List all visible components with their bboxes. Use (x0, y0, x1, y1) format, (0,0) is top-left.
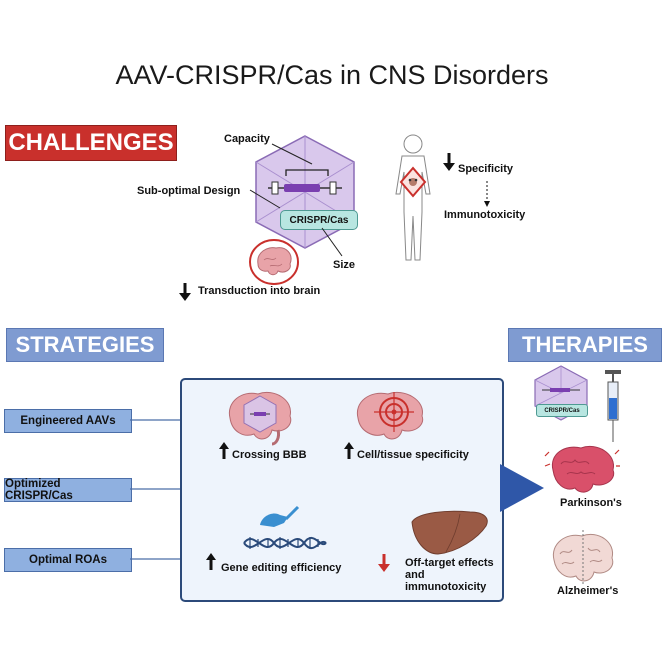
up-arrow-icon (344, 442, 354, 459)
human-body-icon (395, 134, 431, 261)
parkinsons-brain-icon (544, 446, 620, 493)
crispr-cas-small-box: CRISPR/Cas (536, 404, 588, 417)
therapies-banner: THERAPIES (508, 328, 662, 362)
immunotoxicity-label: Immunotoxicity (444, 209, 526, 221)
off-target-line-1: Off-target effects (405, 557, 494, 569)
off-target-line-2: and (405, 569, 425, 581)
liver-icon (411, 510, 488, 555)
dna-edit-icon (243, 505, 327, 550)
challenges-banner: CHALLENGES (5, 125, 177, 161)
off-target-line-3: immunotoxicity (405, 581, 487, 593)
down-arrow-icon (443, 153, 455, 171)
size-leader (321, 227, 343, 257)
alzheimers-brain-icon (552, 530, 614, 584)
cell-specificity-label: Cell/tissue specificity (357, 449, 469, 461)
right-arrow-icon (500, 464, 544, 512)
strategies-banner: STRATEGIES (6, 328, 164, 362)
specificity-label: Specificity (458, 163, 514, 175)
syringe-icon (605, 370, 621, 442)
down-arrow-icon (179, 283, 191, 301)
capacity-leader (271, 143, 313, 165)
strategy-connectors (130, 419, 180, 560)
brain-circle-icon (249, 239, 299, 285)
crispr-cas-box: CRISPR/Cas (280, 210, 358, 230)
down-arrow-red-icon (378, 554, 390, 572)
capacity-label: Capacity (224, 133, 270, 145)
transduction-label: Transduction into brain (198, 285, 321, 297)
strategy-optimized-crispr: Optimized CRISPR/Cas (4, 478, 132, 502)
dashed-arrow-icon (484, 181, 490, 207)
crossing-bbb-label: Crossing BBB (232, 449, 307, 461)
off-target-label: Off-target effects and immunotoxicity (405, 557, 494, 593)
sub-optimal-design-label: Sub-optimal Design (137, 185, 241, 197)
brain-target-icon (356, 392, 424, 440)
up-arrow-icon (206, 553, 216, 570)
design-leader (249, 189, 281, 209)
parkinsons-label: Parkinson's (560, 497, 622, 509)
page-title: AAV-CRISPR/Cas in CNS Disorders (115, 60, 549, 90)
brain-capsid-icon (228, 392, 292, 446)
strategy-optimal-roas: Optimal ROAs (4, 548, 132, 572)
alzheimers-label: Alzheimer's (557, 585, 619, 597)
size-label: Size (333, 259, 356, 271)
gene-editing-label: Gene editing efficiency (221, 562, 342, 574)
strategy-engineered-aavs: Engineered AAVs (4, 409, 132, 433)
up-arrow-icon (219, 442, 229, 459)
